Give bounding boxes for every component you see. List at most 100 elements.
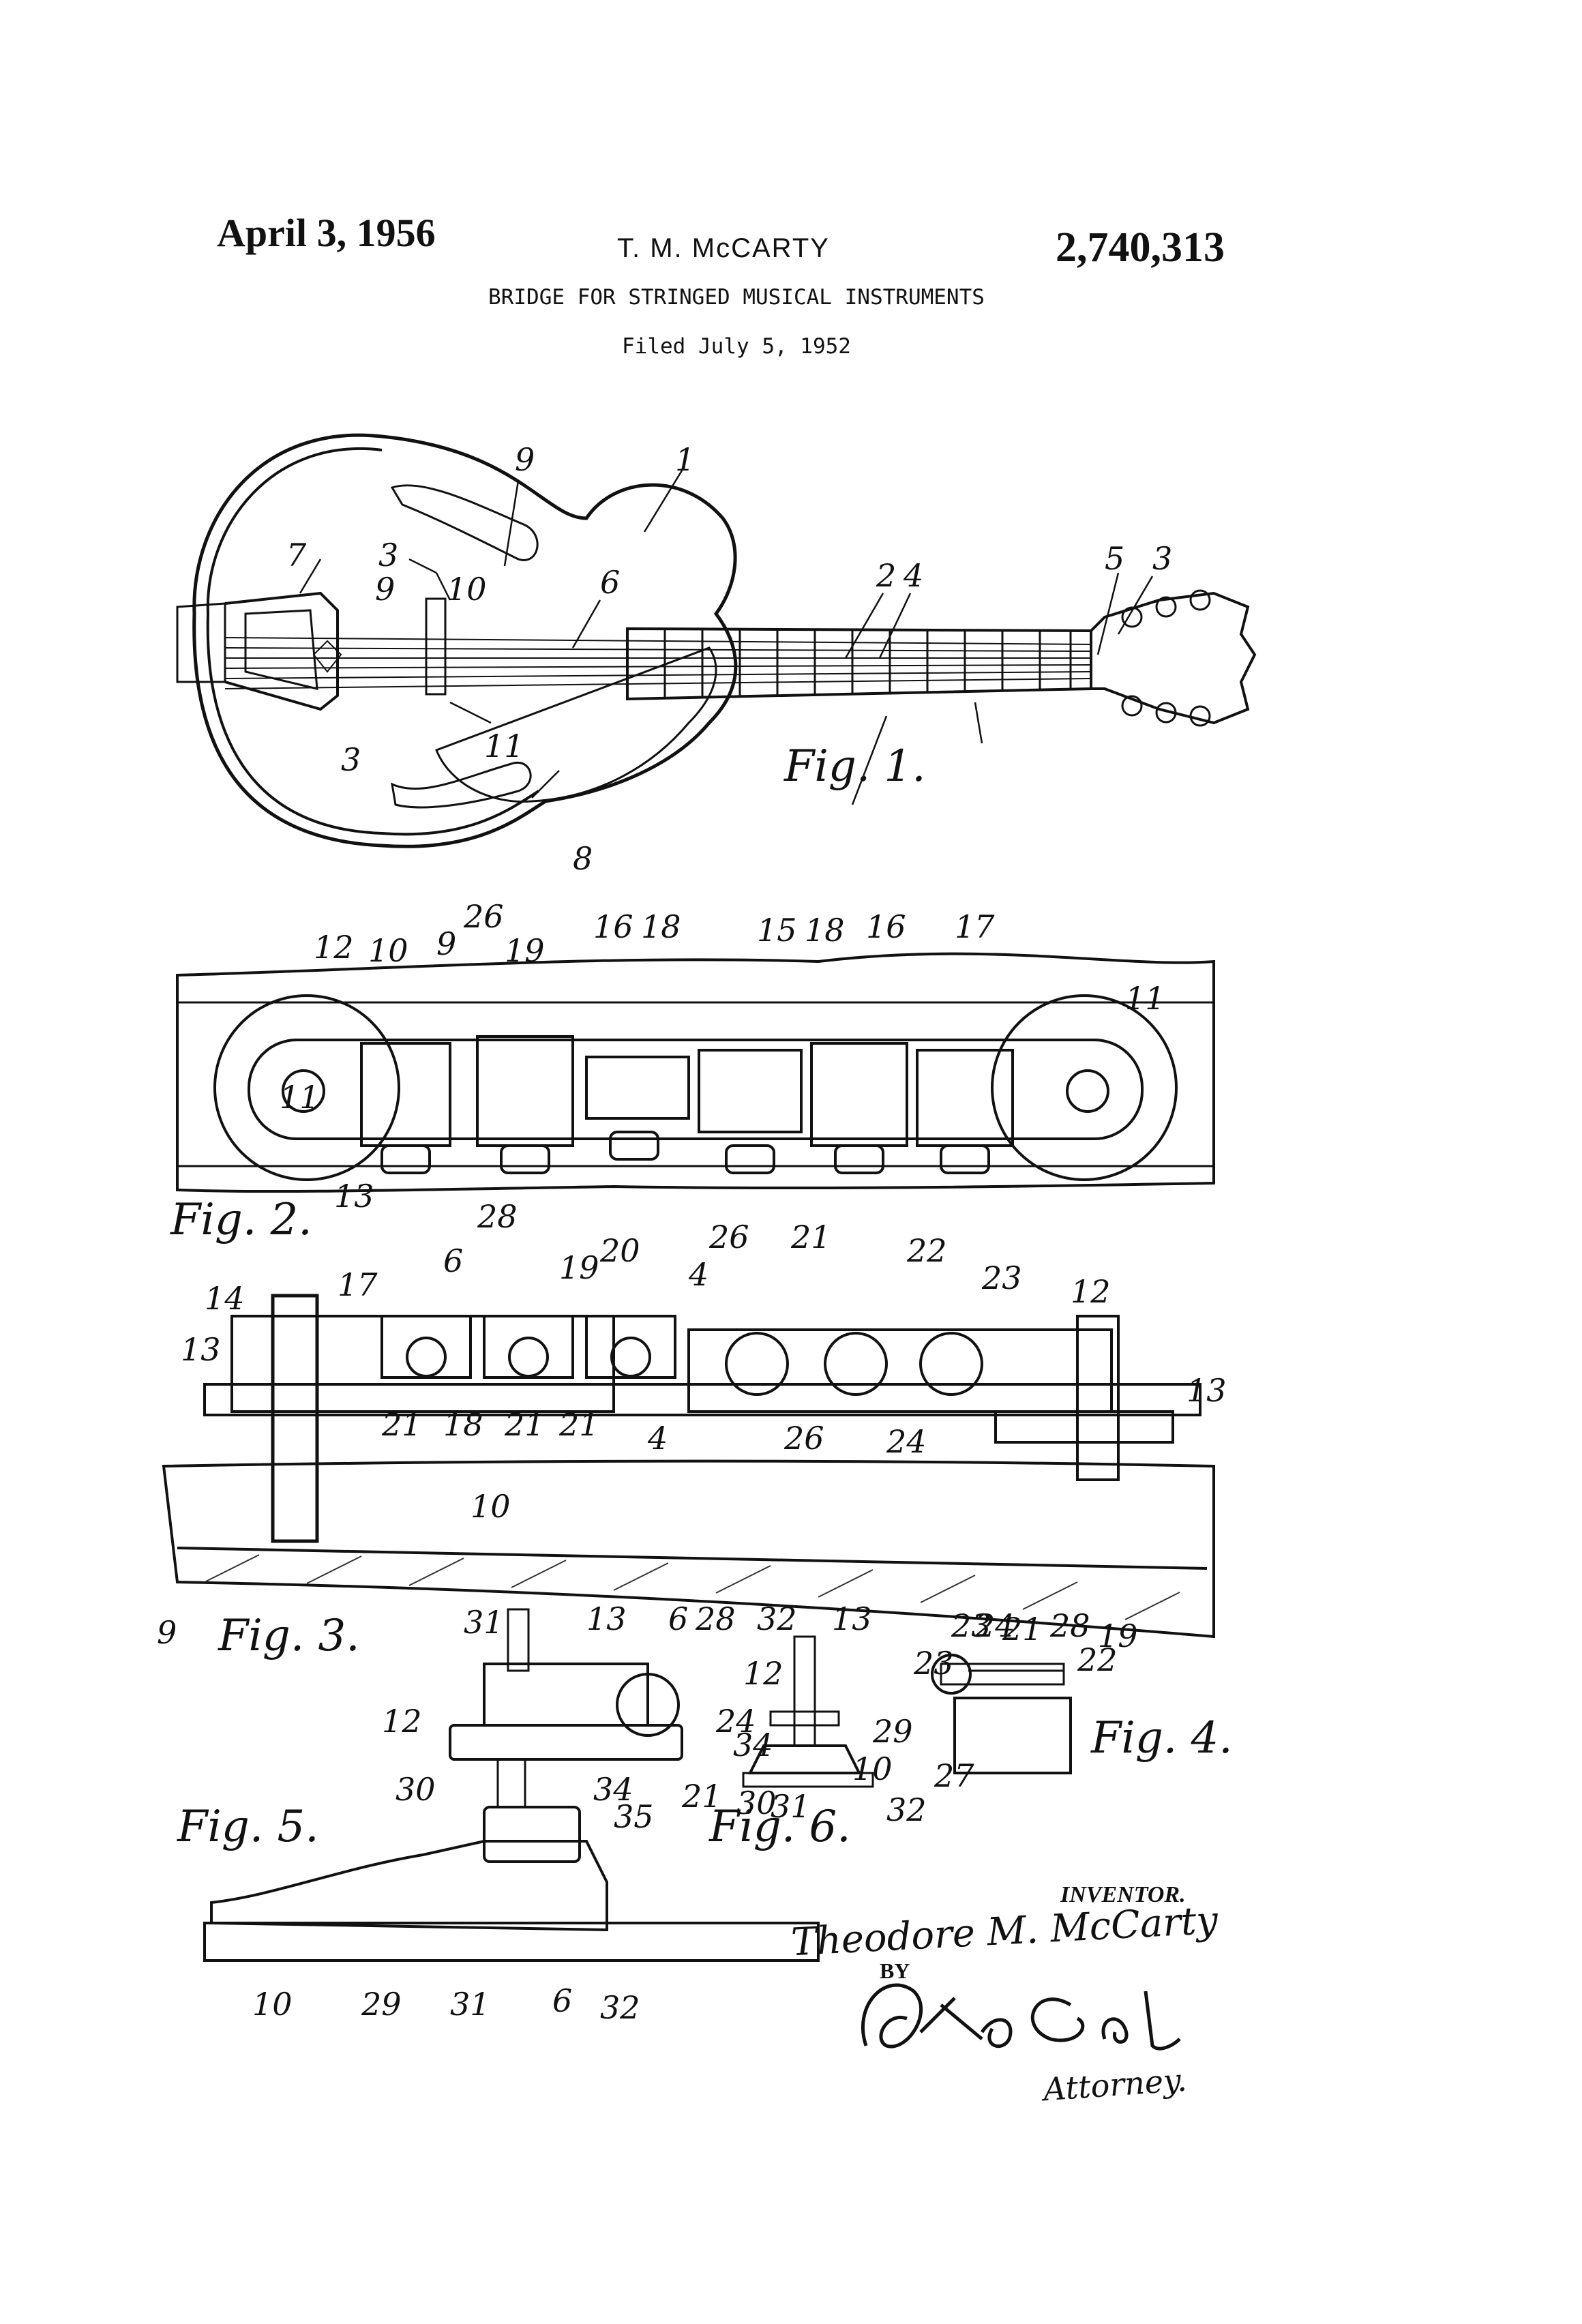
ref-numeral: 24 [886,1423,927,1460]
filed-date: Filed July 5, 1952 [622,334,851,359]
ref-numeral: 32 [600,1989,640,2026]
ref-numeral: 9 [515,441,535,478]
patent-title: BRIDGE FOR STRINGED MUSICAL INSTRUMENTS [488,285,985,310]
ref-numeral: 2 [876,557,896,594]
ref-numeral: 6 [600,564,620,601]
ref-numeral: 32 [757,1600,797,1637]
fig6-bridge-post-section [742,1635,874,1788]
ref-numeral: 16 [593,908,633,945]
ref-numeral: 21 [681,1778,722,1815]
ref-numeral: 18 [443,1406,483,1443]
ref-numeral: 11 [484,728,524,764]
fig5-label: Fig. 5. [177,1802,319,1852]
ref-numeral: 10 [447,571,487,608]
ref-numeral: 6 [552,1982,572,2019]
ref-numeral: 4 [903,557,923,594]
ref-numeral: 29 [872,1713,913,1750]
ref-numeral: 35 [614,1798,654,1835]
ref-numeral: 13 [181,1331,221,1368]
ref-numeral: 3 [378,537,398,573]
ref-numeral: 4 [688,1256,708,1293]
ref-numeral: 5 [1105,540,1124,577]
ref-numeral: 27 [934,1757,974,1794]
ref-numeral: 30 [736,1785,777,1821]
ref-numeral: 26 [463,898,504,935]
ref-numeral: 19 [505,932,545,969]
by-label: BY [880,1958,910,1983]
ref-numeral: 10 [252,1986,293,2023]
patent-number: 2,740,313 [1056,224,1225,271]
ref-numeral: 21 [790,1219,831,1255]
ref-numeral: 17 [955,908,995,945]
ref-numeral: 11 [280,1079,320,1116]
ref-numeral: 6 [443,1242,463,1279]
ref-numeral: 28 [695,1600,736,1637]
ref-numeral: 18 [805,912,845,949]
ref-numeral: 31 [464,1604,504,1641]
reference-numerals: 9 1 2 4 5 3 6 7 3 9 10 11 3 8 12 10 9 26… [157,441,1227,2026]
ref-numeral: 30 [395,1771,436,1808]
patent-date: April 3, 1956 [217,211,436,255]
ref-numeral: 14 [205,1280,245,1317]
ref-numeral: 16 [866,908,906,945]
fig1-guitar-drawing [176,433,1257,848]
ref-numeral: 28 [477,1198,518,1235]
ref-numeral: 4 [647,1420,668,1457]
ref-numeral: 3 [1152,540,1172,577]
ref-numeral: 15 [757,912,797,949]
ref-numeral: 23 [981,1260,1022,1296]
ref-numeral: 32 [886,1791,927,1828]
fig2-bridge-top-view [176,952,1215,1193]
ref-numeral: 10 [852,1751,893,1787]
ref-numeral: 19 [559,1249,599,1286]
ref-numeral: 13 [832,1600,872,1637]
ref-numeral: 34 [593,1771,633,1808]
ref-numeral: 22 [1077,1641,1118,1678]
ref-numeral: 8 [573,840,593,877]
ref-numeral: 13 [1186,1372,1227,1409]
ref-numeral: 24 [715,1703,756,1740]
ref-numeral: 31 [771,1788,811,1825]
ref-numeral: 12 [314,929,354,966]
ref-numeral: 18 [641,908,681,945]
ref-numeral: 28 [1049,1607,1090,1644]
inventor-name: T. M. McCARTY [617,233,830,263]
ref-numeral: 9 [375,571,395,608]
ref-numeral: 21 [1002,1611,1043,1648]
fig2-label: Fig. 2. [170,1195,312,1245]
ref-numeral: 22 [906,1232,947,1269]
ref-numeral: 24 [974,1607,1015,1644]
ref-numeral: 10 [368,932,408,969]
ref-numeral: 9 [436,925,456,962]
ref-numeral: 23 [951,1607,991,1644]
ref-numeral: 21 [558,1406,599,1443]
ref-numeral: 31 [450,1986,490,2023]
ref-numeral: 23 [913,1645,954,1682]
fig5-bridge-end-view [203,1608,820,1962]
ref-numeral: 29 [361,1986,402,2023]
fig4-label: Fig. 4. [1090,1713,1233,1763]
figure-labels: Fig. 1. Fig. 2. Fig. 3. Fig. 4. Fig. 5. … [170,741,1233,1852]
ref-numeral: 7 [286,537,307,573]
ref-numeral: 13 [334,1178,374,1215]
ref-numeral: 13 [586,1600,627,1637]
ref-numeral: 10 [471,1488,511,1525]
fig6-label: Fig. 6. [708,1802,851,1852]
inventor-label: INVENTOR. [1060,1882,1186,1907]
ref-numeral: 3 [341,741,361,778]
ref-numeral: 12 [382,1703,422,1740]
ref-numeral: 19 [1098,1618,1138,1654]
ref-numeral: 12 [743,1655,783,1692]
ref-numeral: 1 [675,441,695,478]
ref-numeral: 34 [733,1727,773,1763]
fig4-saddle-section [931,1654,1072,1774]
ref-numeral: 17 [338,1266,378,1303]
ref-numeral: 9 [157,1614,177,1651]
ref-numeral: 26 [783,1420,824,1457]
fig3-label: Fig. 3. [218,1611,360,1661]
ref-numeral: 12 [1071,1273,1111,1310]
ref-numeral: 20 [599,1232,640,1269]
ref-numeral: 11 [1125,980,1165,1017]
fig3-bridge-side-section [162,1294,1215,1639]
